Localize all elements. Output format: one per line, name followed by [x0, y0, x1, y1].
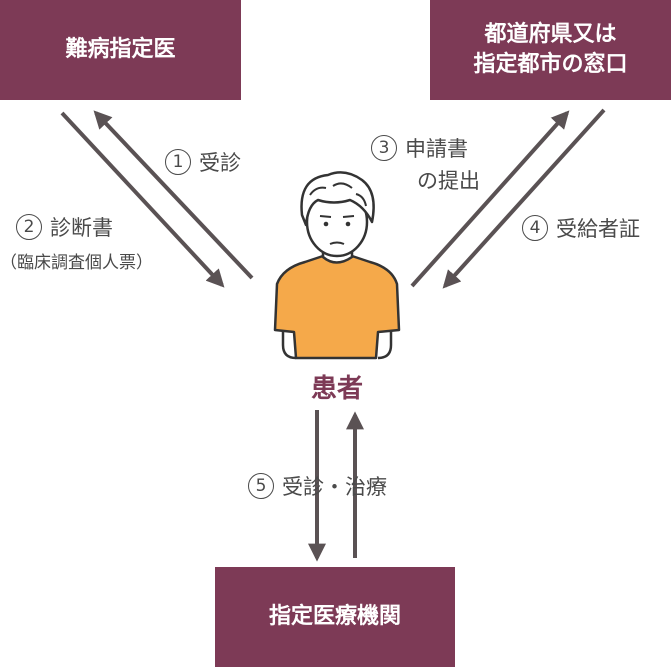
step4-number: 4	[522, 215, 548, 241]
step3-label: 3 申請書	[371, 133, 468, 163]
step5-label: 5 受診・治療	[248, 471, 387, 501]
step4-text: 受給者証	[556, 217, 640, 241]
arrow-step4	[442, 108, 606, 289]
designated-doctor-label: 難病指定医	[65, 37, 176, 63]
designated-doctor-box: 難病指定医	[0, 0, 241, 100]
prefecture-office-box: 都道府県又は 指定都市の窓口	[430, 0, 671, 100]
step2-text: 診断書	[50, 216, 113, 240]
step1-text: 受診	[199, 151, 241, 175]
arrow-step3	[410, 110, 570, 288]
step2-number: 2	[16, 214, 42, 240]
patient-figure	[273, 171, 401, 360]
designated-hospital-label: 指定医療機関	[268, 604, 401, 630]
prefecture-office-label-line2: 指定都市の窓口	[473, 52, 628, 77]
step1-label: 1 受診	[165, 147, 241, 177]
step2-subtext: （臨床調査個人票）	[0, 253, 153, 273]
step1-number: 1	[165, 149, 191, 175]
prefecture-office-label-line1: 都道府県又は	[484, 22, 617, 48]
step5-text: 受診・治療	[282, 475, 387, 499]
arrow-step2	[60, 111, 225, 288]
arrow-step1	[93, 110, 254, 280]
step3-text: 申請書	[405, 137, 468, 161]
step3-number: 3	[371, 135, 397, 161]
designated-hospital-box: 指定医療機関	[215, 567, 455, 667]
step5-number: 5	[248, 473, 274, 499]
patient-label: 患者	[310, 374, 363, 404]
step3-label-line2: の提出	[417, 169, 480, 193]
step2-label: 2 診断書	[16, 212, 113, 242]
step4-label: 4 受給者証	[522, 213, 640, 243]
